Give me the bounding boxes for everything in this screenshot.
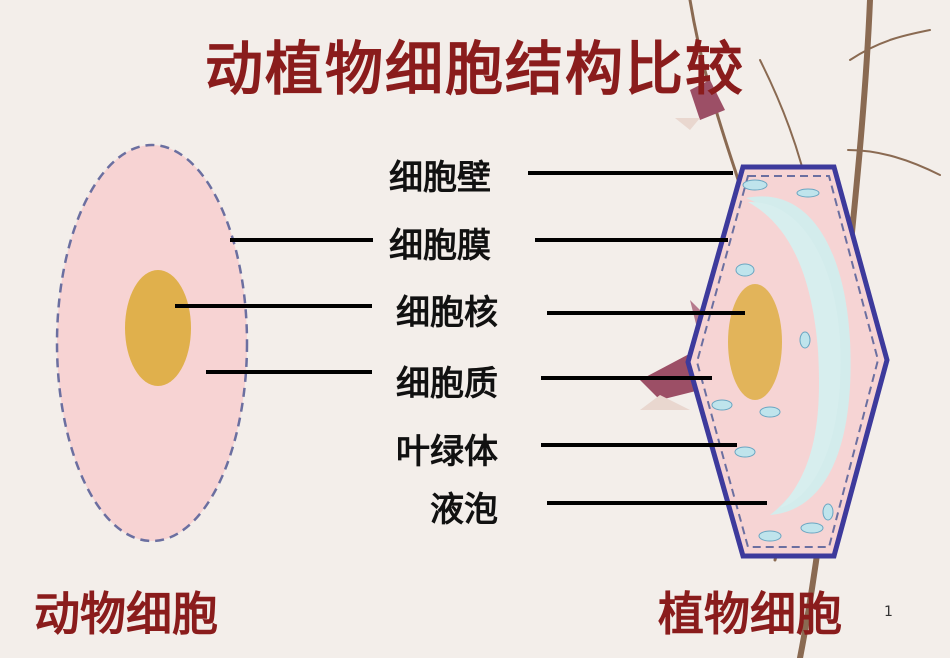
label-cytoplasm: 细胞质 <box>396 364 498 404</box>
plant-vacuole-inner <box>748 201 841 509</box>
chloroplast <box>799 331 811 349</box>
chloroplast <box>759 406 781 418</box>
chloroplast <box>822 503 834 521</box>
chloroplast <box>711 399 733 411</box>
plant-cell-label: 植物细胞 <box>658 587 842 641</box>
animal-nucleus <box>125 270 191 386</box>
animal-cell-label: 动物细胞 <box>34 587 218 641</box>
plant-nucleus <box>728 284 782 400</box>
plant-chloroplasts <box>711 179 834 542</box>
chloroplast <box>800 522 824 534</box>
plant-cell-membrane <box>695 175 880 548</box>
chloroplast <box>742 179 768 191</box>
page-number: 1 <box>884 604 893 620</box>
label-chloroplast: 叶绿体 <box>396 432 498 472</box>
plant-cell-wall <box>685 164 890 559</box>
label-nucleus: 细胞核 <box>396 293 498 333</box>
label-cell-membrane: 细胞膜 <box>389 226 491 266</box>
label-vacuole: 液泡 <box>430 490 498 530</box>
chloroplast <box>796 188 820 198</box>
label-cell-wall: 细胞壁 <box>389 158 491 198</box>
chloroplast <box>734 446 756 458</box>
page-title: 动植物细胞结构比较 <box>204 35 745 103</box>
chloroplast <box>735 263 755 277</box>
chloroplast <box>758 530 782 542</box>
leader-lines <box>175 171 767 505</box>
